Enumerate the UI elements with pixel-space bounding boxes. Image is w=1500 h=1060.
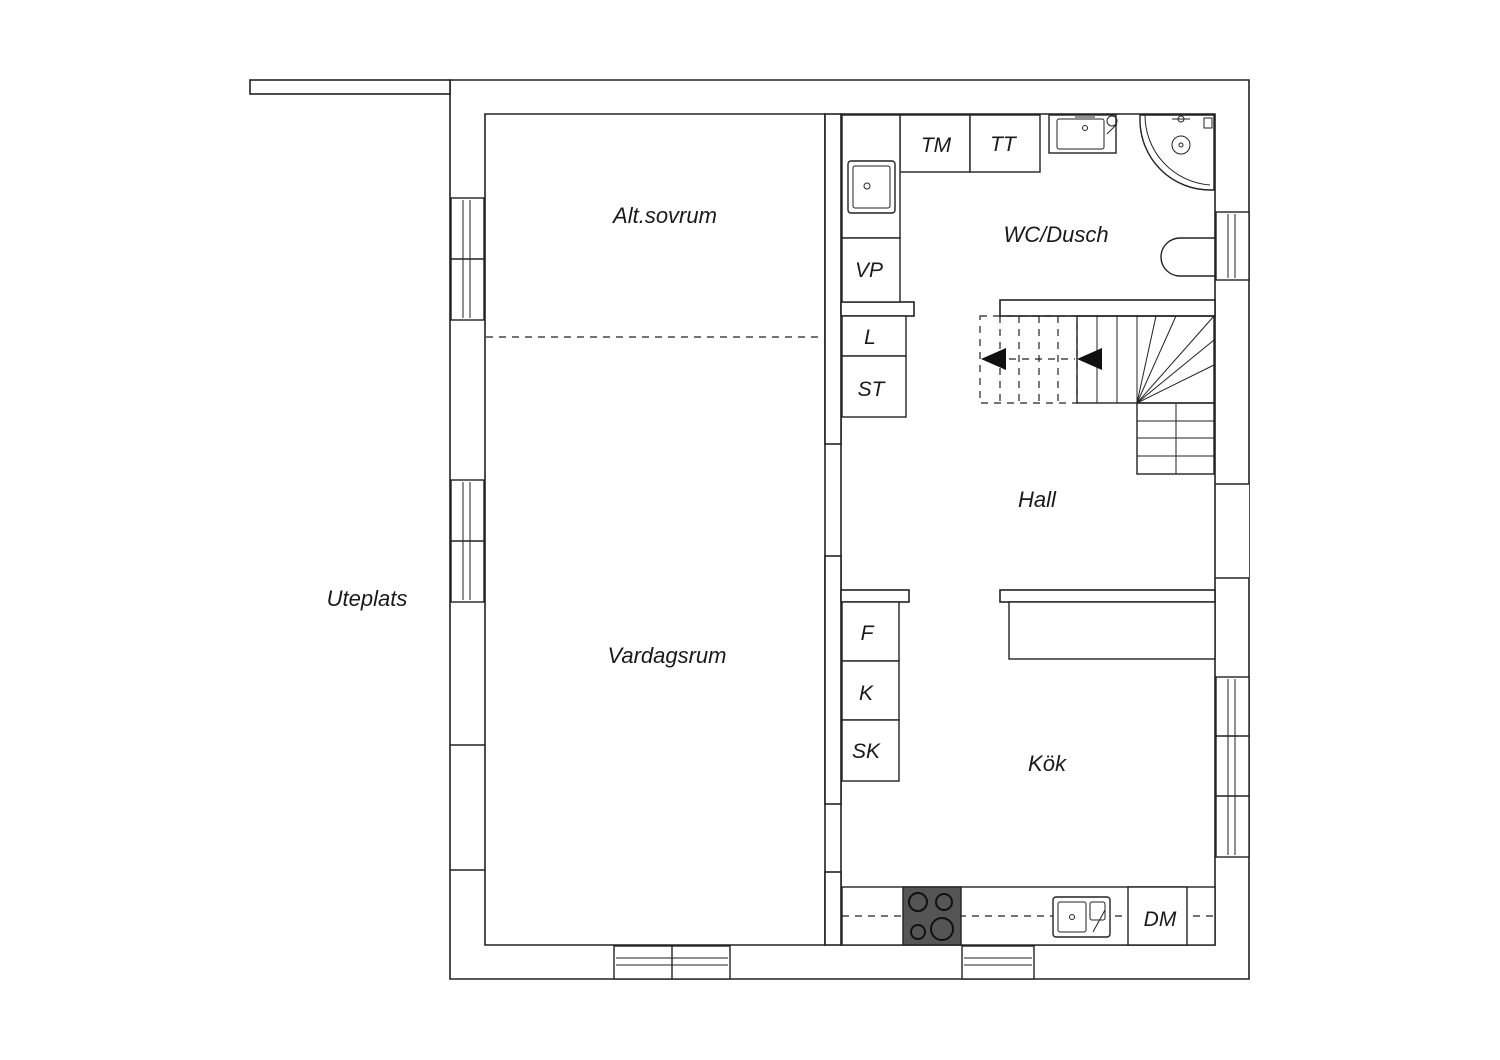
window-bottom-kitchen [961,945,1035,980]
wash-basin [1048,114,1117,154]
room-label-kok: Kök [1028,751,1067,776]
fixture-label-tm: TM [921,134,952,157]
fixture-label-f: F [861,622,875,645]
bathroom-fixtures [841,114,1215,303]
window-left-lower [450,479,485,603]
wardrobe-st [841,355,907,418]
shower-icon [1139,114,1215,191]
stove-icon [902,886,962,946]
dishwasher-box [1127,886,1188,946]
kitchen-sink-icon [1052,896,1111,938]
window-left-upper [450,197,485,321]
fixture-labels: TM TT VP L ST F K SK DM [852,133,1177,931]
room-label-wc-dusch: WC/Dusch [1003,222,1108,247]
cabinet-box [841,719,900,782]
staircase [979,315,1215,475]
vp-box [841,237,901,303]
laundry-sink [847,160,896,214]
stair-arrow-icon [981,348,1006,370]
wardrobes-hall [841,315,907,418]
fixture-label-st: ST [858,378,887,401]
fixture-label-tt: TT [990,133,1018,156]
fixture-label-l: L [864,326,876,349]
area-label-uteplats: Uteplats [327,586,408,611]
dryer-box [969,114,1041,173]
stair-arrow-icon [1077,348,1102,370]
freezer-box [841,601,900,662]
wardrobe-l [841,315,907,357]
fixture-label-dm: DM [1144,908,1177,931]
toilet-icon [1160,237,1215,277]
windows [450,197,1250,980]
washer-box [899,114,971,173]
fixture-label-k: K [859,682,874,705]
interior-walls [450,113,1249,946]
kitchen-counter-top [1008,601,1216,660]
room-label-alt-sovrum: Alt.sovrum [611,203,717,228]
window-right-kitchen [1215,676,1250,858]
fixture-label-vp: VP [855,259,883,282]
room-labels: Alt.sovrum WC/Dusch Hall Vardagsrum Kök … [327,203,1109,776]
terrace-wall [249,79,451,95]
room-label-vardagsrum: Vardagsrum [607,643,726,668]
window-bottom-living [613,945,731,980]
room-label-hall: Hall [1018,487,1057,512]
window-right-bath [1215,211,1250,281]
kitchen-fixtures [841,601,1216,946]
fixture-label-sk: SK [852,740,881,763]
